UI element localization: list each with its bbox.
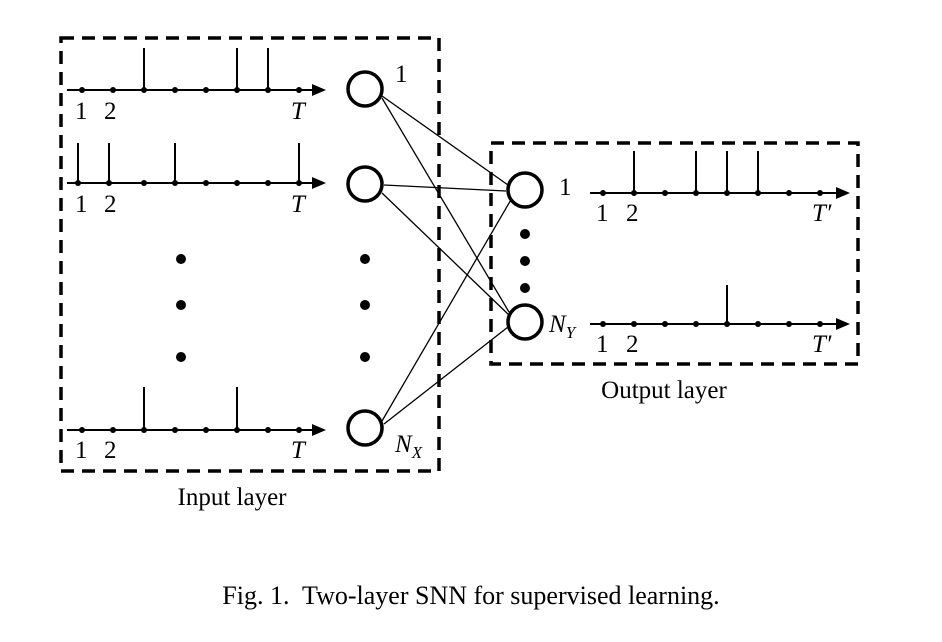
input-axis1-tick-T: T (291, 98, 307, 125)
figure-caption: Fig. 1. Two-layer SNN for supervised lea… (222, 581, 719, 610)
input-axis3-tick-2: 2 (104, 437, 117, 464)
input-axis2-tick-T: T (291, 191, 307, 218)
input-ellipsis-dots (176, 254, 186, 362)
input-axis3-tick-T: T (291, 437, 307, 464)
output-axis1-tick-1: 1 (596, 200, 609, 227)
output-spike-train-1 (590, 151, 850, 199)
synaptic-connections (381, 95, 513, 425)
output-layer-label: Output layer (601, 377, 727, 404)
output-axis2-tick-T: T′ (812, 331, 832, 358)
input-layer-box (59, 36, 441, 473)
output-axis2-tick-1: 1 (596, 331, 609, 358)
input-spike-train-2 (67, 143, 326, 189)
input-node-ellipsis-dots (360, 254, 370, 362)
input-axis3-tick-1: 1 (75, 437, 88, 464)
input-spike-train-nx (67, 387, 326, 436)
input-neuron-2 (346, 165, 384, 203)
input-spike-train-1 (67, 48, 326, 96)
input-axis1-tick-2: 2 (104, 98, 117, 125)
input-layer-label: Input layer (178, 484, 288, 511)
input-neuron-nx (346, 409, 384, 447)
output-neuron-1-label: 1 (559, 174, 572, 201)
output-axis1-tick-2: 2 (626, 200, 639, 227)
input-neuron-1 (346, 70, 384, 108)
output-layer-box (489, 141, 860, 366)
output-neuron-1 (506, 171, 544, 209)
input-axis2-tick-2: 2 (104, 191, 117, 218)
input-axis1-tick-1: 1 (75, 98, 88, 125)
output-spike-train-ny (590, 285, 850, 330)
output-neuron-ny (506, 303, 544, 341)
output-axis1-tick-T: T′ (812, 200, 832, 227)
output-axis2-tick-2: 2 (626, 331, 639, 358)
input-axis2-tick-1: 1 (75, 191, 88, 218)
input-neuron-nx-label: NX (394, 431, 423, 462)
input-neuron-1-label: 1 (395, 61, 408, 88)
output-neuron-ny-label: NY (548, 311, 577, 342)
output-ellipsis-dots (520, 229, 530, 293)
